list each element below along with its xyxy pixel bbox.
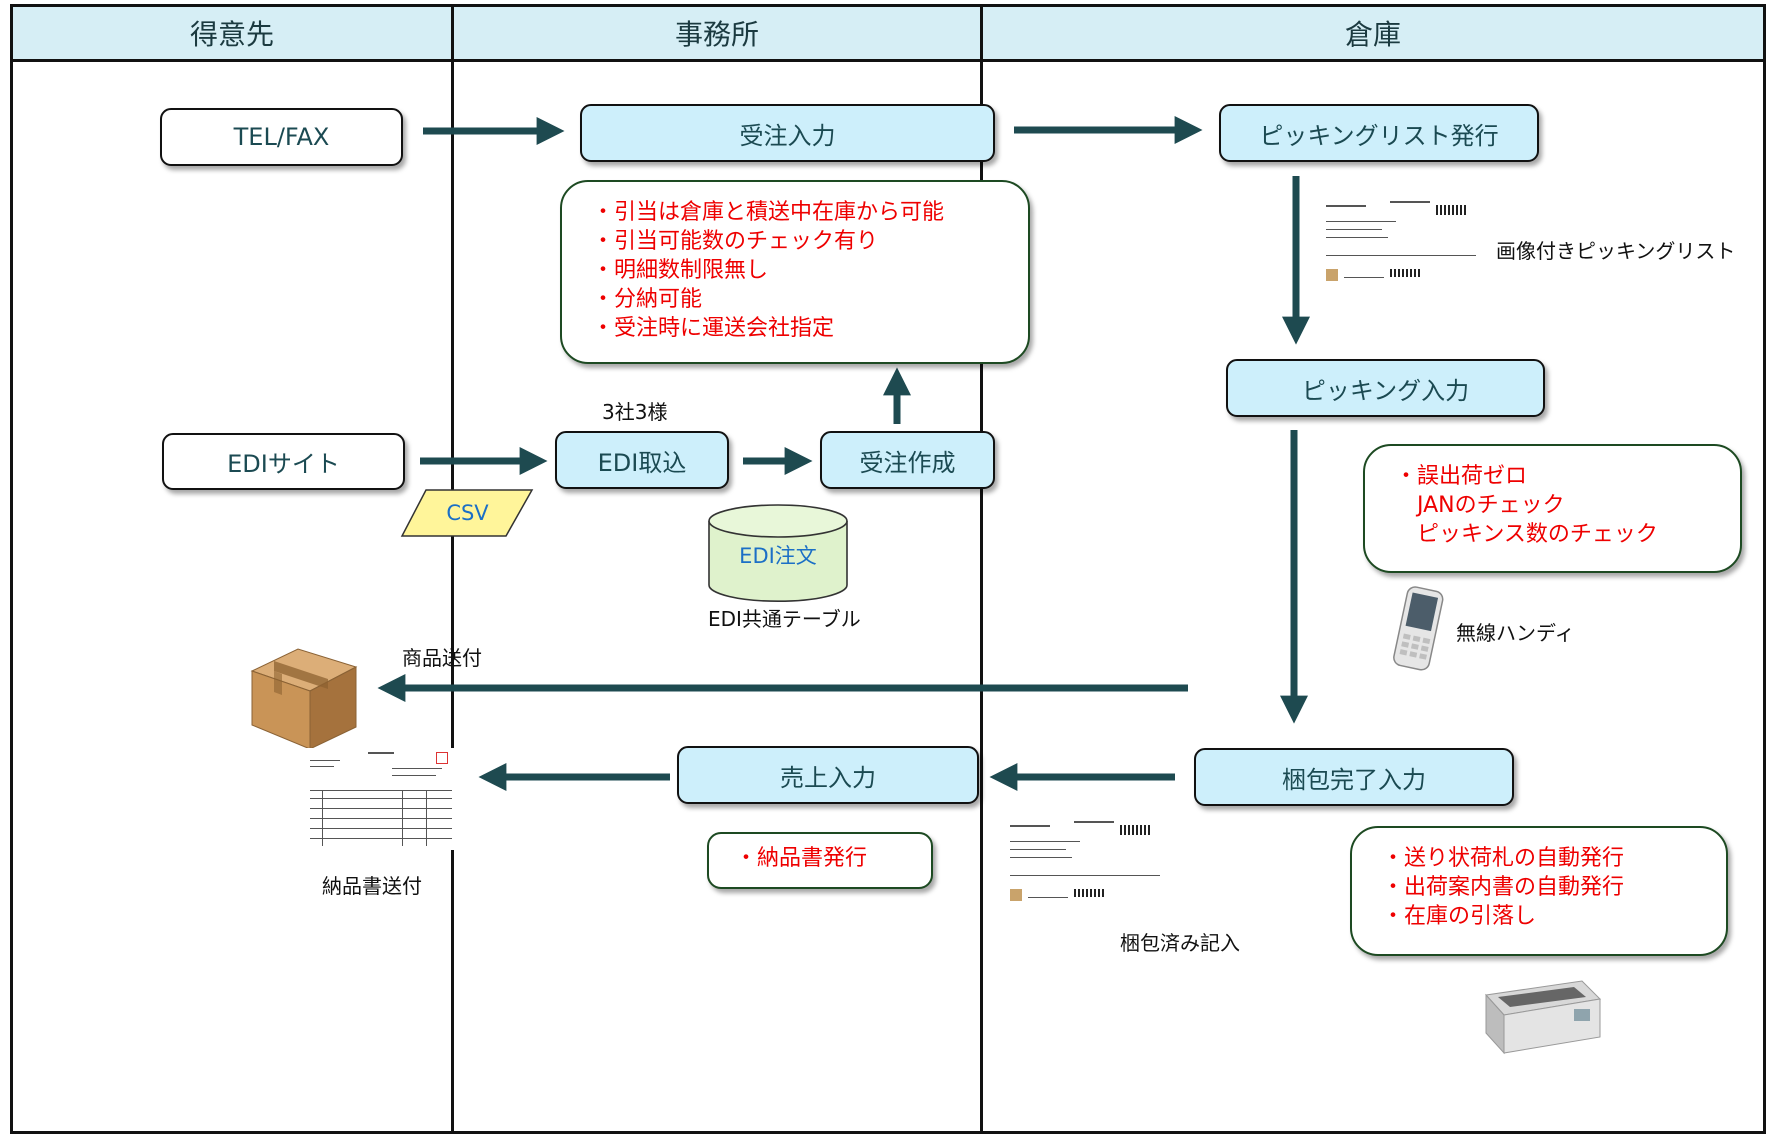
note-packing-features: ・送り状荷札の自動発行 ・出荷案内書の自動発行 ・在庫の引落し: [1350, 826, 1728, 956]
delivery-note-image: [306, 748, 454, 850]
note-line: ・分納可能: [592, 287, 703, 312]
note-line: ・引当可能数のチェック有り: [592, 229, 879, 254]
label-wireless-handy: 無線ハンディ: [1456, 621, 1575, 645]
packed-list-image: [1004, 815, 1164, 915]
node-order-create: 受注作成: [820, 431, 995, 489]
lane-header-warehouse: 倉庫: [980, 4, 1766, 62]
picking-list-image: [1320, 195, 1480, 295]
edi-order-db-icon: [708, 504, 848, 603]
edi-order-db-label: EDI注文: [739, 544, 817, 568]
note-line: ・出荷案内書の自動発行: [1382, 875, 1625, 900]
note-picking-features: ・誤出荷ゼロ JANのチェック ピッキンス数のチェック: [1363, 444, 1742, 573]
node-edi-site: EDIサイト: [162, 433, 405, 490]
node-picking-list-issue: ピッキングリスト発行: [1219, 104, 1539, 162]
note-line: ・引当は倉庫と積送中在庫から可能: [592, 200, 945, 225]
node-sales-entry: 売上入力: [677, 746, 979, 804]
note-line: ピッキンス数のチェック: [1395, 522, 1658, 547]
note-line: ・明細数制限無し: [592, 258, 769, 283]
label-packed-note: 梱包済み記入: [1120, 931, 1240, 955]
note-order-features: ・引当は倉庫と積送中在庫から可能 ・引当可能数のチェック有り ・明細数制限無し …: [560, 180, 1030, 364]
csv-data-shape: [400, 489, 534, 537]
note-line: ・納品書発行: [735, 846, 868, 871]
note-line: ・受注時に運送会社指定: [592, 316, 835, 341]
note-delivery-note: ・納品書発行: [707, 832, 933, 889]
note-line: ・在庫の引落し: [1382, 904, 1537, 929]
note-line: JANのチェック: [1395, 493, 1565, 518]
node-packing-done: 梱包完了入力: [1194, 748, 1514, 806]
label-edi-common-table: EDI共通テーブル: [708, 607, 861, 631]
node-order-entry: 受注入力: [580, 104, 995, 162]
label-picking-list-with-images: 画像付きピッキングリスト: [1496, 239, 1736, 263]
lane-header-customer: 得意先: [10, 4, 454, 62]
label-delivery-note-send: 納品書送付: [322, 874, 422, 898]
node-picking-entry: ピッキング入力: [1226, 359, 1545, 417]
csv-label: CSV: [446, 501, 489, 525]
printer-icon: [1485, 980, 1602, 1055]
node-telfax: TEL/FAX: [160, 108, 403, 166]
lane-customer: [10, 59, 454, 1134]
node-edi-import: EDI取込: [555, 431, 729, 489]
cardboard-box-icon: [250, 648, 358, 750]
note-line: ・誤出荷ゼロ: [1395, 464, 1528, 489]
wireless-handy-icon: [1393, 586, 1444, 671]
label-three-companies: 3社3様: [602, 400, 668, 424]
note-line: ・送り状荷札の自動発行: [1382, 846, 1625, 871]
label-goods-shipping: 商品送付: [402, 646, 482, 670]
